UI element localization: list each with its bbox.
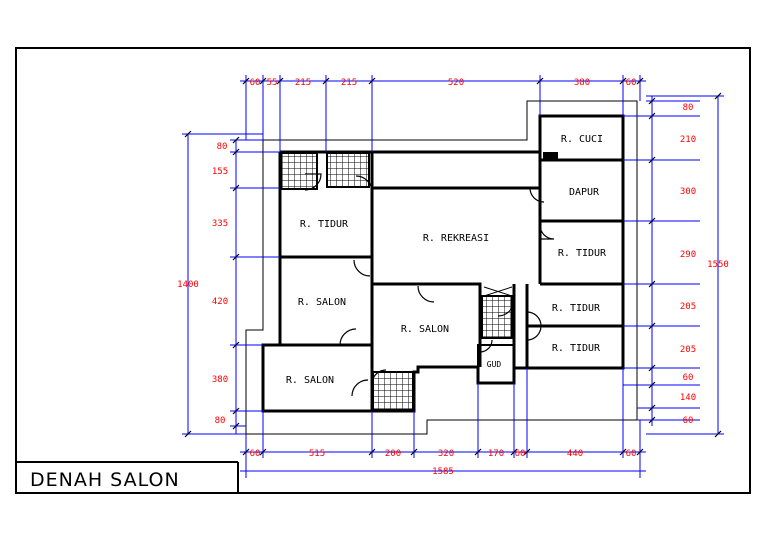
dim-top-6: 380 <box>574 78 590 88</box>
room-label-dapur: DAPUR <box>569 187 600 198</box>
dim-top-4: 215 <box>341 78 357 88</box>
dim-right-5: 205 <box>680 302 696 312</box>
room-label-tidur-left: R. TIDUR <box>300 219 349 230</box>
toilet-tiles-4 <box>372 371 414 411</box>
room-label-cuci: R. CUCI <box>561 134 603 145</box>
dim-top-1: 60 <box>250 78 261 88</box>
dim-left-6: 80 <box>215 416 226 426</box>
dimension-lines <box>182 75 724 478</box>
gudang-wall <box>477 344 515 384</box>
dim-left-4: 420 <box>212 297 228 307</box>
toilet-tiles-2 <box>326 152 370 188</box>
dim-bottom-7: 440 <box>567 449 583 459</box>
dim-right-6: 205 <box>680 345 696 355</box>
site-boundary <box>245 100 638 435</box>
room-label-rekreasi: R. REKREASI <box>423 233 489 244</box>
room-label-salon-bottom: R. SALON <box>286 375 334 386</box>
dim-right-total: 1550 <box>707 260 729 270</box>
dim-right-2: 210 <box>680 135 696 145</box>
dim-bottom-total: 1585 <box>432 467 454 477</box>
toilet-tiles-1 <box>280 152 318 190</box>
dim-right-3: 300 <box>680 187 696 197</box>
dim-left-5: 380 <box>212 375 228 385</box>
dim-right-8: 140 <box>680 393 696 403</box>
room-label-tidur-br2: R. TIDUR <box>552 343 601 354</box>
drawing-title: DENAH SALON <box>30 469 180 491</box>
dim-left-1: 80 <box>217 142 228 152</box>
dim-bottom-5: 170 <box>488 449 504 459</box>
room-label-tidur-right: R. TIDUR <box>558 248 607 259</box>
dim-top-2: 55 <box>267 78 278 88</box>
dim-right-7: 60 <box>683 373 694 383</box>
dim-right-9: 60 <box>683 416 694 426</box>
dim-bottom-6: 60 <box>515 449 526 459</box>
room-label-salon-left: R. SALON <box>298 297 346 308</box>
dim-bottom-4: 320 <box>438 449 454 459</box>
toilet-tiles-3 <box>481 295 513 339</box>
room-label-salon-center: R. SALON <box>401 324 449 335</box>
dim-right-1: 80 <box>683 103 694 113</box>
room-label-tidur-br1: R. TIDUR <box>552 303 601 314</box>
dim-top-7: 60 <box>626 78 637 88</box>
dim-left-2: 155 <box>212 167 228 177</box>
dim-right-4: 290 <box>680 250 696 260</box>
dim-top-3: 215 <box>295 78 311 88</box>
stair-marker <box>543 152 558 160</box>
doors <box>304 173 555 397</box>
dim-bottom-3: 200 <box>385 449 401 459</box>
dim-top-5: 520 <box>448 78 464 88</box>
dim-bottom-1: 60 <box>250 449 261 459</box>
dim-left-total: 1400 <box>177 280 199 290</box>
room-label-gud: GUD <box>487 360 502 369</box>
cross-mark <box>483 286 513 297</box>
dim-bottom-2: 515 <box>309 449 325 459</box>
dim-bottom-8: 60 <box>626 449 637 459</box>
drawing-frame <box>15 47 751 494</box>
dim-left-3: 335 <box>212 219 228 229</box>
